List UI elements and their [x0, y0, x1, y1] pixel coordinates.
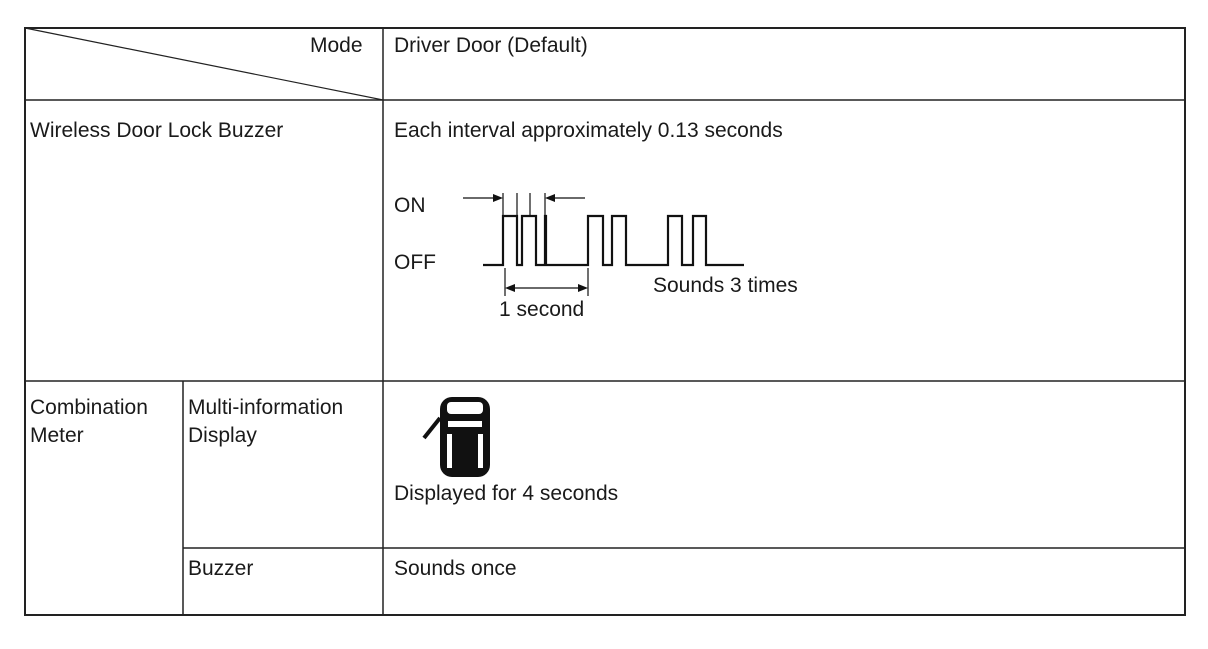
row-label-wireless-door-lock-buzzer: Wireless Door Lock Buzzer	[30, 119, 284, 142]
buzzer-timing-diagram	[463, 193, 744, 296]
header-mode-value: Driver Door (Default)	[394, 34, 588, 57]
arrowhead	[493, 194, 503, 202]
pulse-waveform	[483, 214, 744, 267]
arrowhead	[505, 284, 515, 292]
on-label: ON	[394, 194, 426, 217]
row-description-interval: Each interval approximately 0.13 seconds	[394, 119, 783, 142]
period-label: 1 second	[499, 298, 584, 321]
off-label: OFF	[394, 251, 436, 274]
arrowhead	[578, 284, 588, 292]
sub-label-multi-info-line2: Display	[188, 424, 257, 447]
table-border	[24, 27, 1186, 616]
car-door-open-icon	[422, 397, 490, 477]
arrowhead	[545, 194, 555, 202]
sub-label-buzzer: Buzzer	[188, 557, 254, 580]
sounds-label: Sounds 3 times	[653, 274, 798, 297]
group-label-combination-line2: Meter	[30, 424, 84, 447]
group-label-combination-line1: Combination	[30, 396, 148, 419]
multi-info-value: Displayed for 4 seconds	[394, 482, 619, 505]
buzzer-value: Sounds once	[394, 557, 517, 580]
header-mode-label: Mode	[310, 34, 363, 57]
header-diagonal	[24, 27, 384, 101]
sub-label-multi-info-line1: Multi-information	[188, 396, 344, 419]
